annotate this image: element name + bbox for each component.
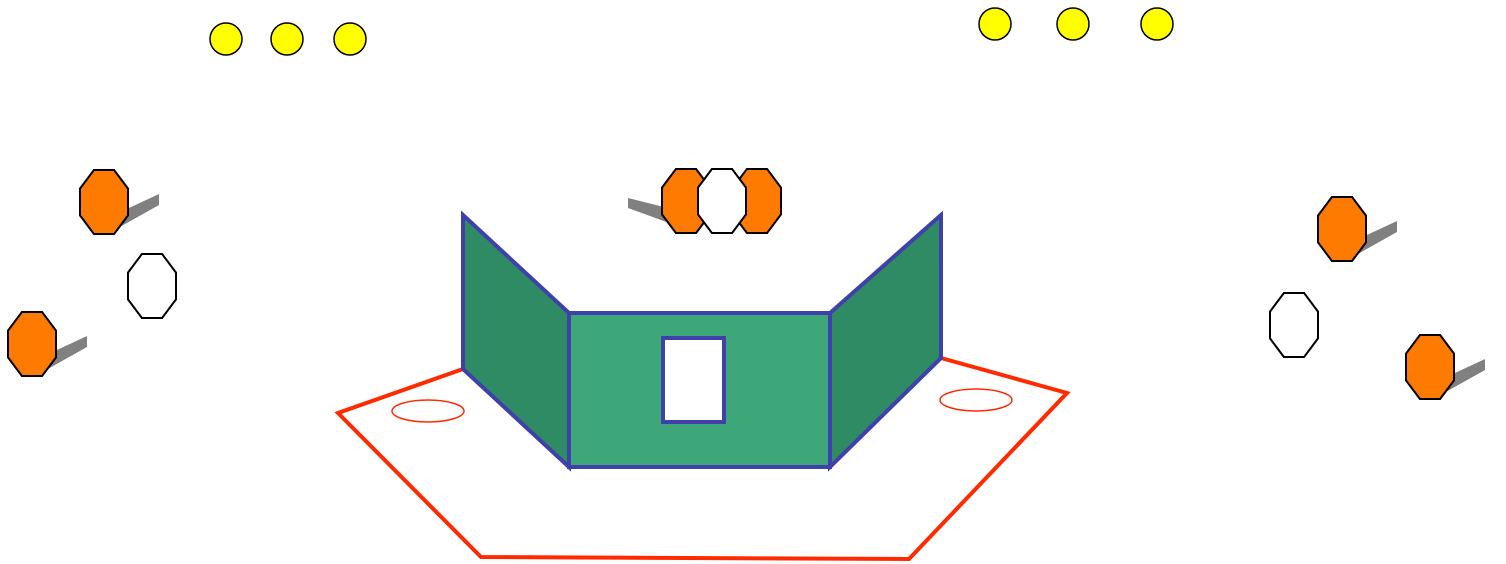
shadow-shape [1442, 359, 1485, 393]
floor-outline [334, 356, 1071, 562]
light-icon [1140, 7, 1174, 41]
light-icon [209, 22, 243, 56]
shadow-shape [116, 194, 159, 228]
people-group [7, 168, 1485, 400]
light-icon [270, 22, 304, 56]
person-icon [7, 311, 57, 377]
shadow-shape [1354, 221, 1397, 255]
light-icon [1056, 7, 1090, 41]
virtual-person-icon [697, 168, 747, 234]
lights-group [209, 7, 1174, 56]
right-wall [828, 210, 943, 472]
window [661, 336, 726, 424]
light-icon [333, 22, 367, 56]
light-icon [978, 7, 1012, 41]
person-icon [1317, 196, 1367, 262]
shadow-shape [44, 336, 87, 370]
virtual-person-icon [127, 253, 177, 319]
person-icon [661, 168, 711, 234]
floor-marker-left [391, 399, 465, 423]
floor-group [334, 356, 1071, 562]
person-icon [79, 169, 129, 235]
floor-marker-right [939, 388, 1013, 412]
left-wall [461, 210, 571, 472]
person-icon [1405, 334, 1455, 400]
virtual-person-icon [1269, 292, 1319, 358]
walls-group [461, 210, 943, 472]
